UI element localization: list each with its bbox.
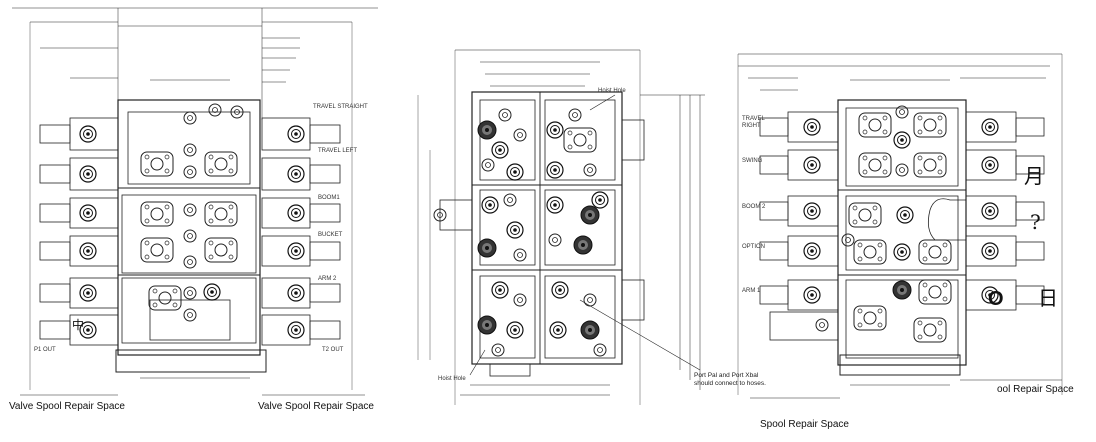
label-zh-mark: 中 bbox=[72, 318, 85, 332]
label-boom2: BOOM 2 bbox=[742, 204, 766, 210]
caption-right-repair-space: ool Repair Space bbox=[997, 384, 1074, 395]
label-option: OPTION bbox=[742, 244, 766, 250]
mark-question: ? bbox=[1030, 210, 1041, 234]
middle-view-ports bbox=[433, 108, 609, 357]
label-arm2: ARM 2 bbox=[318, 276, 337, 282]
label-travel-right: TRAVEL RIGHT bbox=[742, 116, 765, 129]
label-hoist-hole-top: Hoist Hole bbox=[598, 88, 626, 94]
label-arm1: ARM 1 bbox=[742, 288, 761, 294]
caption-bottom-repair-space: Spool Repair Space bbox=[760, 419, 849, 430]
caption-left-right-repair-space: Valve Spool Repair Space bbox=[258, 401, 374, 412]
label-swing: SWING bbox=[742, 158, 763, 164]
label-travel-left: TRAVEL LEFT bbox=[318, 148, 358, 154]
middle-view bbox=[417, 49, 705, 405]
label-port-note: Port Pal and Port Xbal should connect to… bbox=[694, 372, 766, 387]
mark-yue: 月 bbox=[1024, 164, 1044, 188]
right-view bbox=[737, 53, 1063, 399]
mark-ri: 日 bbox=[1038, 286, 1058, 310]
left-view bbox=[12, 7, 378, 396]
right-view-ports bbox=[803, 105, 999, 343]
label-hoist-hole-bottom: Hoist Hole bbox=[438, 376, 466, 382]
label-p1-out: P1 OUT bbox=[34, 347, 56, 353]
mark-o: O bbox=[988, 288, 1004, 310]
label-travel-straight: TRAVEL STRAIGHT bbox=[313, 104, 368, 110]
caption-left-repair-space: Valve Spool Repair Space bbox=[9, 401, 125, 412]
left-view-ports bbox=[79, 103, 305, 339]
label-t2-out: T2 OUT bbox=[322, 347, 344, 353]
label-bucket: BUCKET bbox=[318, 232, 343, 238]
label-boom1: BOOM1 bbox=[318, 195, 340, 201]
